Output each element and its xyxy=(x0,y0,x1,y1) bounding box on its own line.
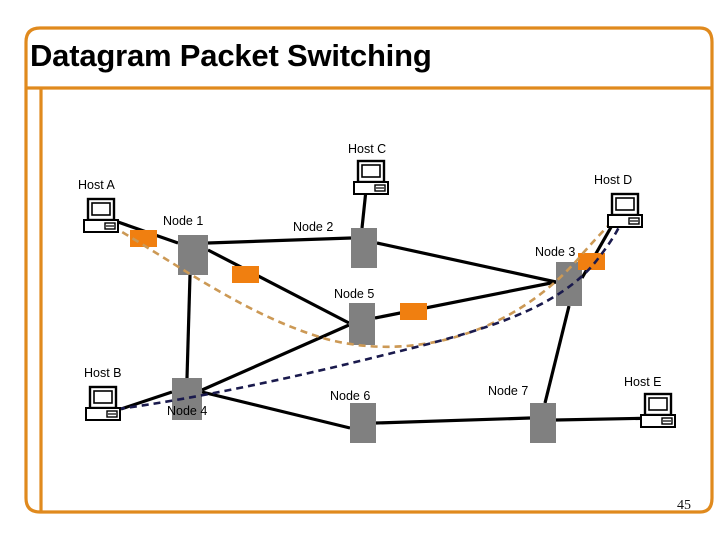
node-4-box xyxy=(172,378,202,420)
host-d-icon xyxy=(607,192,643,228)
node-4-label: Node 4 xyxy=(167,404,208,418)
node-1-box xyxy=(178,235,208,275)
host-e-label: Host E xyxy=(624,375,662,389)
node-7-label: Node 7 xyxy=(488,384,529,398)
link-node-4-host-b xyxy=(120,390,173,411)
link-node-1-node-2 xyxy=(207,236,352,245)
host-b-label: Host B xyxy=(84,366,122,380)
packet-node-3-host-d xyxy=(578,253,605,270)
host-icons xyxy=(83,159,676,428)
page-number: 45 xyxy=(677,498,691,513)
link-node-1-node-4 xyxy=(185,274,192,379)
link-node-2-host-c xyxy=(360,189,368,229)
link-node-2-node-3 xyxy=(376,241,557,284)
link-node-1-node-5 xyxy=(207,248,350,325)
link-node-4-node-5 xyxy=(201,323,350,392)
node-3-label: Node 3 xyxy=(535,245,576,259)
host-b-icon xyxy=(85,385,121,421)
outer-border xyxy=(24,26,714,514)
host-e-icon xyxy=(640,392,676,428)
host-a-icon xyxy=(83,197,119,233)
host-a-label: Host A xyxy=(78,178,115,192)
packet-node-5-node-3 xyxy=(400,303,427,320)
page-title: Datagram Packet Switching xyxy=(30,38,432,73)
node-2-label: Node 2 xyxy=(293,220,334,234)
link-node-4-node-6 xyxy=(201,390,351,430)
node-1-label: Node 1 xyxy=(163,214,204,228)
network-nodes xyxy=(172,228,582,443)
link-node-3-node-7 xyxy=(543,305,571,404)
node-2-box xyxy=(351,228,377,268)
node-5-box xyxy=(349,303,375,345)
packets xyxy=(130,230,605,320)
node-5-label: Node 5 xyxy=(334,287,375,301)
node-6-box xyxy=(350,403,376,443)
host-c-icon xyxy=(353,159,389,195)
link-node-6-node-7 xyxy=(375,416,531,425)
host-c-label: Host C xyxy=(348,142,387,156)
packet-host-a-node-1 xyxy=(130,230,157,247)
packet-node-1-node-5 xyxy=(232,266,259,283)
node-7-box xyxy=(530,403,556,443)
host-d-label: Host D xyxy=(594,173,633,187)
route-navy-path xyxy=(117,217,625,411)
node-6-label: Node 6 xyxy=(330,389,371,403)
